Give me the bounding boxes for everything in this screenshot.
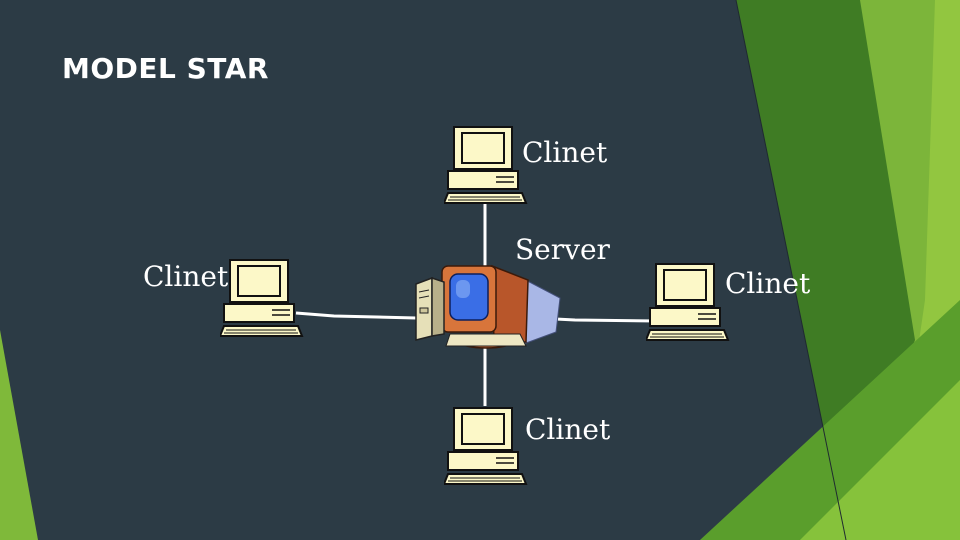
link-left xyxy=(295,311,417,320)
client-computer-icon xyxy=(220,259,304,337)
client-label-bottom: Clinet xyxy=(525,413,611,446)
client-node-top xyxy=(444,125,528,205)
client-computer-icon xyxy=(646,263,730,341)
server-node xyxy=(410,262,570,354)
client-label-right: Clinet xyxy=(725,267,811,300)
client-node-left xyxy=(220,258,304,338)
client-computer-icon xyxy=(444,126,528,204)
client-label-left: Clinet xyxy=(143,260,229,293)
server-computer-icon xyxy=(415,264,561,349)
slide-title: MODEL STAR xyxy=(62,52,269,85)
client-label-top: Clinet xyxy=(522,136,608,169)
bottom-light-triangle xyxy=(800,380,960,540)
client-computer-icon xyxy=(444,407,528,485)
left-green-sliver xyxy=(0,330,38,540)
client-node-bottom xyxy=(444,406,528,486)
client-node-right xyxy=(646,262,730,342)
decor-thin-line xyxy=(735,0,847,540)
server-label: Server xyxy=(515,233,610,266)
